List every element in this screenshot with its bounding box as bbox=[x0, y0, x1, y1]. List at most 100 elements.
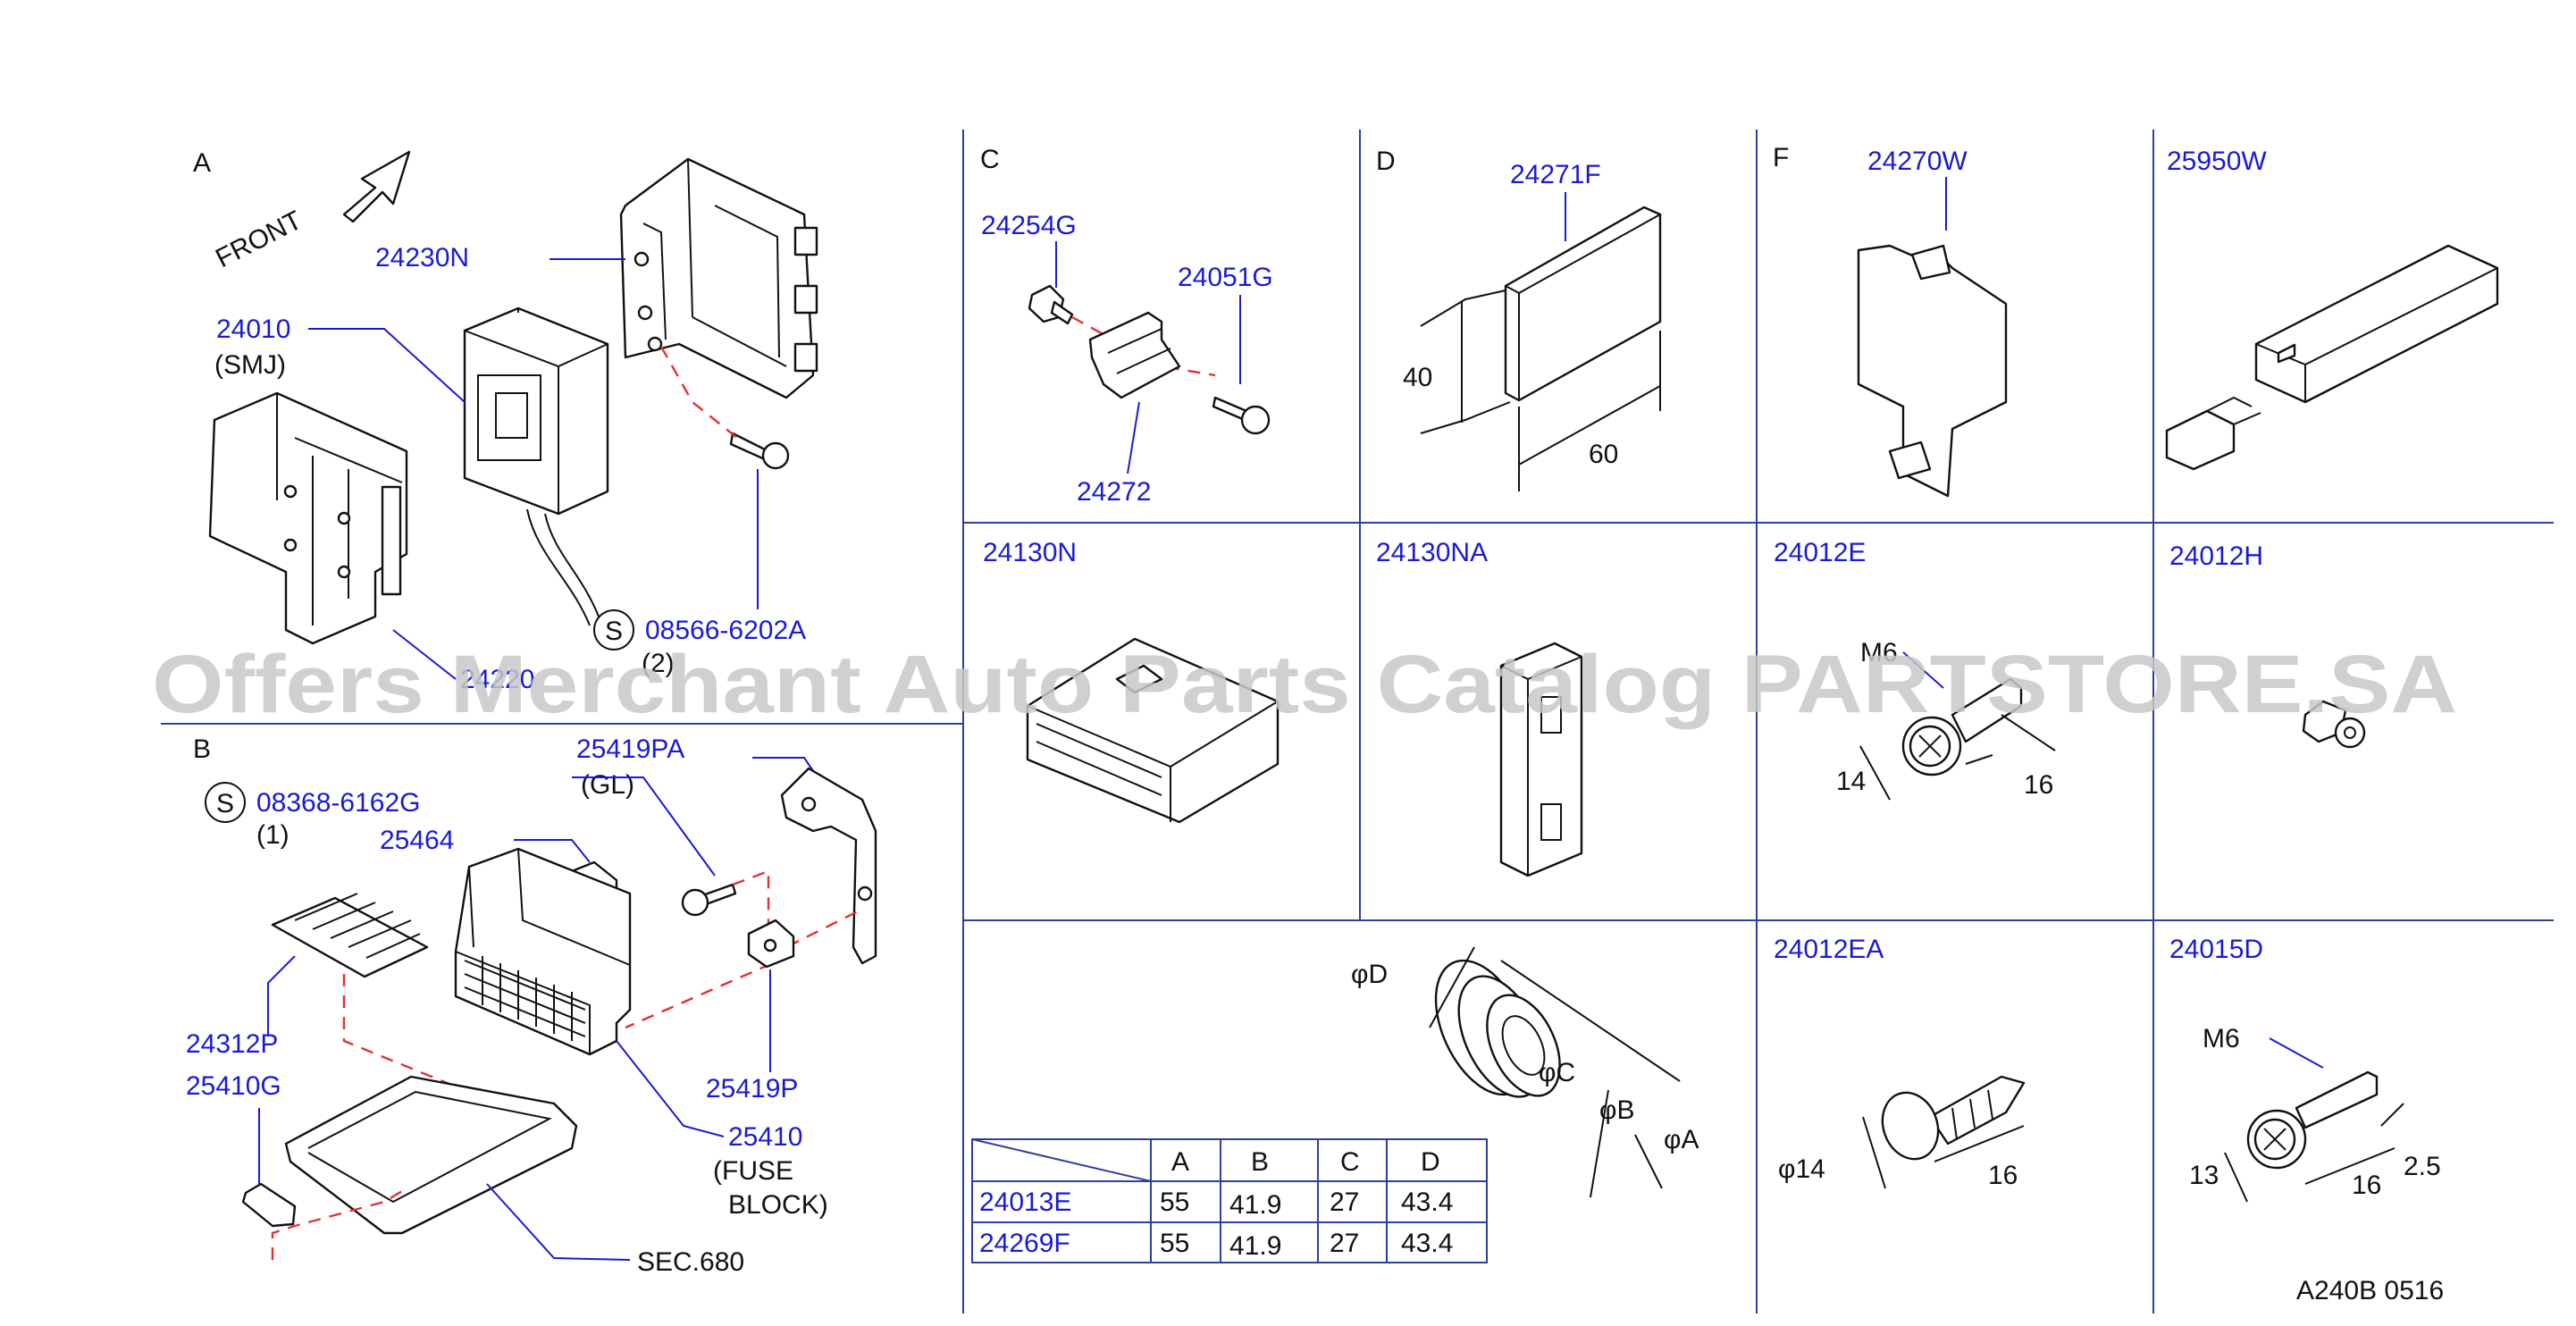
dim-d-60: 60 bbox=[1589, 440, 1618, 469]
pn-25419PA[interactable]: 25419PA bbox=[576, 734, 684, 764]
screw-24015D-drawing bbox=[2246, 1070, 2379, 1170]
table-header-b: B bbox=[1251, 1147, 1269, 1177]
tray-sec680-drawing bbox=[284, 1075, 578, 1235]
table-row-2-part[interactable]: 24269F bbox=[979, 1229, 1070, 1258]
pn-24312P[interactable]: 24312P bbox=[186, 1029, 278, 1059]
pn-24130NA[interactable]: 24130NA bbox=[1376, 538, 1488, 567]
pn-08368-6162G[interactable]: 08368-6162G bbox=[256, 788, 421, 818]
pn-24220[interactable]: 24220 bbox=[460, 665, 534, 694]
pn-25419PA-sub: (GL) bbox=[581, 770, 634, 800]
footer-code: A240B 0516 bbox=[2296, 1276, 2444, 1305]
table-row-1-b: 41.9 bbox=[1229, 1190, 1281, 1220]
pn-24130N[interactable]: 24130N bbox=[983, 538, 1077, 567]
pn-24012E[interactable]: 24012E bbox=[1774, 538, 1866, 567]
s-mark-label: S bbox=[605, 617, 623, 646]
front-arrow-icon bbox=[342, 150, 411, 223]
clip-25419P-drawing bbox=[747, 919, 795, 969]
dimension-lines-grommet bbox=[1429, 946, 1681, 1198]
table-row-2-d: 43.4 bbox=[1401, 1229, 1453, 1258]
table-row-1-a: 55 bbox=[1160, 1188, 1189, 1217]
table-header-d: D bbox=[1421, 1147, 1440, 1177]
section-f: F 24270W 25950W bbox=[1773, 143, 2499, 498]
bracket-24272-drawing bbox=[1088, 311, 1181, 399]
bracket-25419PA-drawing bbox=[780, 767, 877, 965]
m6-e-label: M6 bbox=[1860, 638, 1898, 667]
module-24010-drawing bbox=[463, 306, 609, 626]
pn-25950W[interactable]: 25950W bbox=[2167, 147, 2267, 176]
pn-25419P[interactable]: 25419P bbox=[706, 1074, 798, 1104]
pn-24051G[interactable]: 24051G bbox=[1178, 263, 1273, 292]
section-c: C 24254G 24051G 24272 bbox=[980, 145, 1273, 507]
pn-24010-sub: (SMJ) bbox=[214, 350, 286, 380]
dim-15-25: 2.5 bbox=[2404, 1152, 2441, 1181]
grid-lines bbox=[161, 130, 2554, 1313]
pn-24012EA[interactable]: 24012EA bbox=[1774, 935, 1884, 964]
fuse-block-25410-drawing bbox=[454, 847, 632, 1056]
connector-24130NA-drawing bbox=[1499, 642, 1583, 877]
dim-ea-14: φ14 bbox=[1778, 1154, 1825, 1184]
table-row-1-c: 27 bbox=[1330, 1188, 1359, 1217]
dim-15-13: 13 bbox=[2189, 1161, 2219, 1190]
pn-08368-qty: (1) bbox=[256, 820, 289, 850]
grommet-drawing bbox=[1434, 959, 1561, 1098]
section-d-label: D bbox=[1376, 147, 1396, 176]
dim-ea-16: 16 bbox=[1988, 1161, 2018, 1190]
s-mark-icon bbox=[593, 609, 634, 650]
dim-d-40: 40 bbox=[1403, 363, 1432, 392]
bracket-24230N-drawing bbox=[619, 157, 818, 399]
bolt-08368-drawing bbox=[681, 883, 737, 917]
phi-c-label: φC bbox=[1539, 1058, 1575, 1087]
clip-25410G-drawing bbox=[241, 1182, 297, 1228]
pn-25410-sub2: BLOCK) bbox=[728, 1190, 828, 1220]
dimension-lines-e bbox=[1859, 714, 2056, 801]
front-label: FRONT bbox=[211, 206, 306, 273]
table-row-1-part[interactable]: 24013E bbox=[979, 1188, 1071, 1217]
section-f-label: F bbox=[1773, 143, 1789, 172]
bolt-24051G-drawing bbox=[1212, 396, 1271, 435]
m6-d-label: M6 bbox=[2203, 1024, 2240, 1053]
dim-15-16: 16 bbox=[2352, 1171, 2381, 1200]
dimension-lines-d bbox=[1420, 290, 1661, 491]
dimension-table: A B C D 24013E 55 41.9 27 43.4 24269F 55… bbox=[971, 1138, 1488, 1263]
pn-24254G[interactable]: 24254G bbox=[981, 211, 1077, 240]
bracket-24220-drawing bbox=[208, 391, 408, 645]
connector-25950W-drawing bbox=[2165, 244, 2499, 471]
table-row-1-d: 43.4 bbox=[1401, 1188, 1453, 1217]
section-c-label: C bbox=[980, 145, 1000, 174]
pn-24230N[interactable]: 24230N bbox=[375, 243, 469, 273]
pn-25464[interactable]: 25464 bbox=[380, 826, 454, 855]
s-mark-b-label: S bbox=[216, 789, 234, 818]
bolt-08566-drawing bbox=[729, 432, 790, 470]
section-a: A FRONT 24230N 24010 (SMJ) bbox=[193, 148, 818, 694]
clip-24270W-drawing bbox=[1857, 244, 2008, 498]
pn-25410G[interactable]: 25410G bbox=[186, 1071, 281, 1101]
pn-24015D[interactable]: 24015D bbox=[2169, 935, 2263, 964]
s-mark-b-icon bbox=[205, 782, 246, 823]
pn-24270W[interactable]: 24270W bbox=[1867, 147, 1968, 176]
table-header-a: A bbox=[1171, 1147, 1189, 1177]
watermark-text: Offers Merchant Auto Parts Catalog PARTS… bbox=[152, 639, 2457, 730]
clip-24254G-drawing bbox=[1028, 284, 1074, 325]
pn-25410-sub1: (FUSE bbox=[713, 1156, 793, 1186]
dimension-lines-ea bbox=[1862, 1116, 2025, 1189]
connector-24130N-drawing bbox=[1026, 637, 1280, 824]
pn-08566-qty: (2) bbox=[642, 649, 675, 678]
pn-24010[interactable]: 24010 bbox=[216, 315, 290, 344]
pn-24272[interactable]: 24272 bbox=[1077, 477, 1151, 507]
phi-d-label: φD bbox=[1351, 960, 1388, 989]
pn-24271F[interactable]: 24271F bbox=[1510, 160, 1601, 189]
pn-25410[interactable]: 25410 bbox=[728, 1122, 802, 1152]
section-b: B S 08368-6162G (1) 25419PA (GL) 25464 bbox=[186, 734, 877, 1277]
table-header-c: C bbox=[1340, 1147, 1360, 1177]
row-2: 24130N 24130NA 24012E M6 14 bbox=[983, 538, 2366, 877]
section-a-label: A bbox=[193, 148, 211, 178]
pn-08566-6202A[interactable]: 08566-6202A bbox=[645, 616, 806, 645]
table-row-2-b: 41.9 bbox=[1229, 1231, 1281, 1261]
sec680-label[interactable]: SEC.680 bbox=[637, 1247, 744, 1277]
pn-24012H[interactable]: 24012H bbox=[2169, 541, 2263, 571]
phi-a-label: φA bbox=[1664, 1125, 1699, 1154]
card-24312P-drawing bbox=[271, 893, 429, 978]
section-d: D 24271F 40 60 bbox=[1376, 147, 1662, 491]
phi-b-label: φB bbox=[1599, 1095, 1634, 1125]
